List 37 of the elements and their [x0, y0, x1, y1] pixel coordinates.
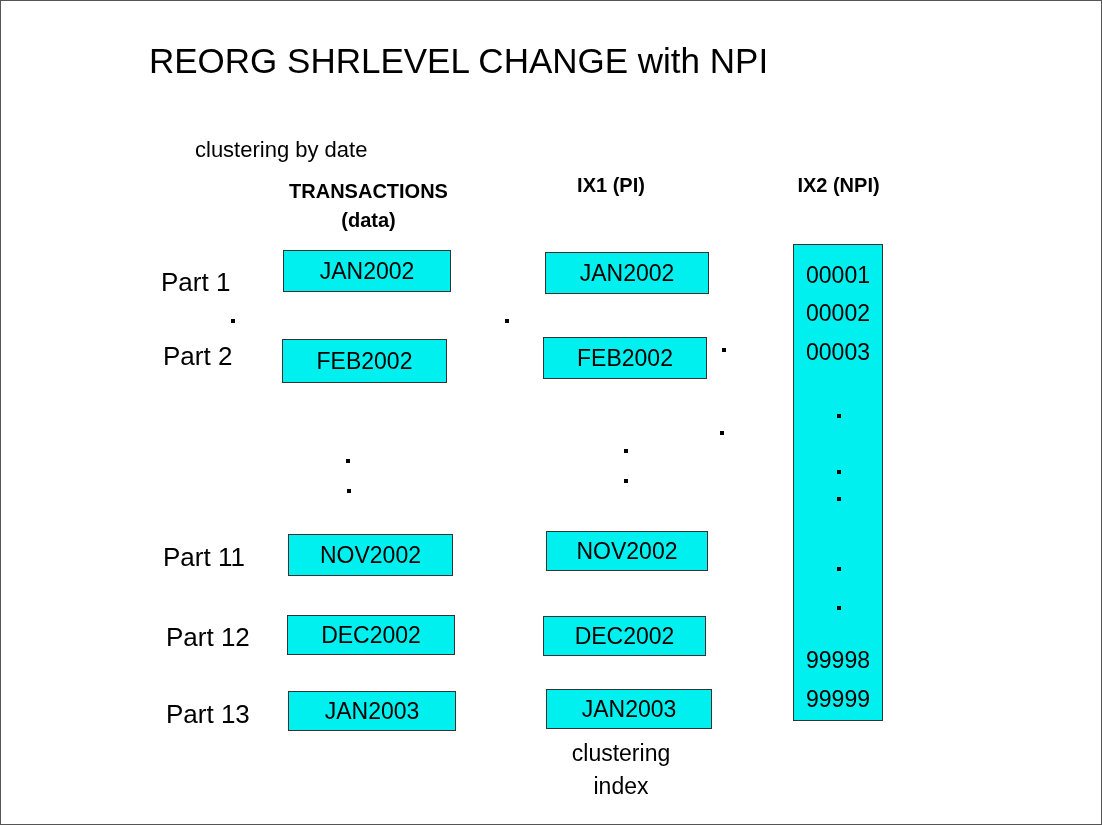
- text-label: clustering by date: [195, 136, 368, 164]
- partition-label: JAN2002: [319, 257, 415, 285]
- slide-title: REORG SHRLEVEL CHANGE with NPI: [149, 41, 769, 81]
- partition-box: [283, 250, 451, 292]
- partition-label: JAN2003: [581, 695, 677, 723]
- partition-label: FEB2002: [316, 347, 413, 375]
- partition-label: FEB2002: [577, 344, 673, 372]
- column-heading: IX1 (PI): [576, 173, 646, 198]
- key-value: 00001: [805, 261, 871, 289]
- partition-box: [288, 534, 453, 576]
- text-label: Part 1: [161, 266, 231, 299]
- key-value: 99998: [805, 646, 871, 674]
- index-column: [793, 244, 883, 721]
- column-heading: TRANSACTIONS (data): [288, 179, 449, 233]
- partition-box: [543, 616, 706, 656]
- partition-box: [287, 615, 455, 655]
- partition-box: [545, 252, 709, 294]
- partition-label: JAN2002: [579, 259, 675, 287]
- text-label: Part 11: [163, 541, 245, 574]
- partition-box: [546, 531, 708, 571]
- partition-label: JAN2003: [324, 697, 420, 725]
- partition-label: NOV2002: [576, 537, 678, 565]
- key-value: 00002: [805, 299, 871, 327]
- partition-label: NOV2002: [320, 541, 421, 569]
- partition-box: [546, 689, 712, 729]
- partition-box: [543, 337, 707, 379]
- column-heading: IX2 (NPI): [796, 173, 881, 198]
- partition-box: [282, 339, 447, 383]
- text-label: Part 2: [163, 340, 233, 373]
- text-label: Part 13: [166, 698, 250, 731]
- partition-label: DEC2002: [574, 622, 675, 650]
- text-label: Part 12: [166, 621, 250, 654]
- key-value: 00003: [805, 338, 871, 366]
- key-value: 99999: [805, 685, 871, 713]
- text-label: clustering index: [570, 739, 672, 802]
- partition-label: DEC2002: [321, 621, 421, 649]
- partition-box: [288, 691, 456, 731]
